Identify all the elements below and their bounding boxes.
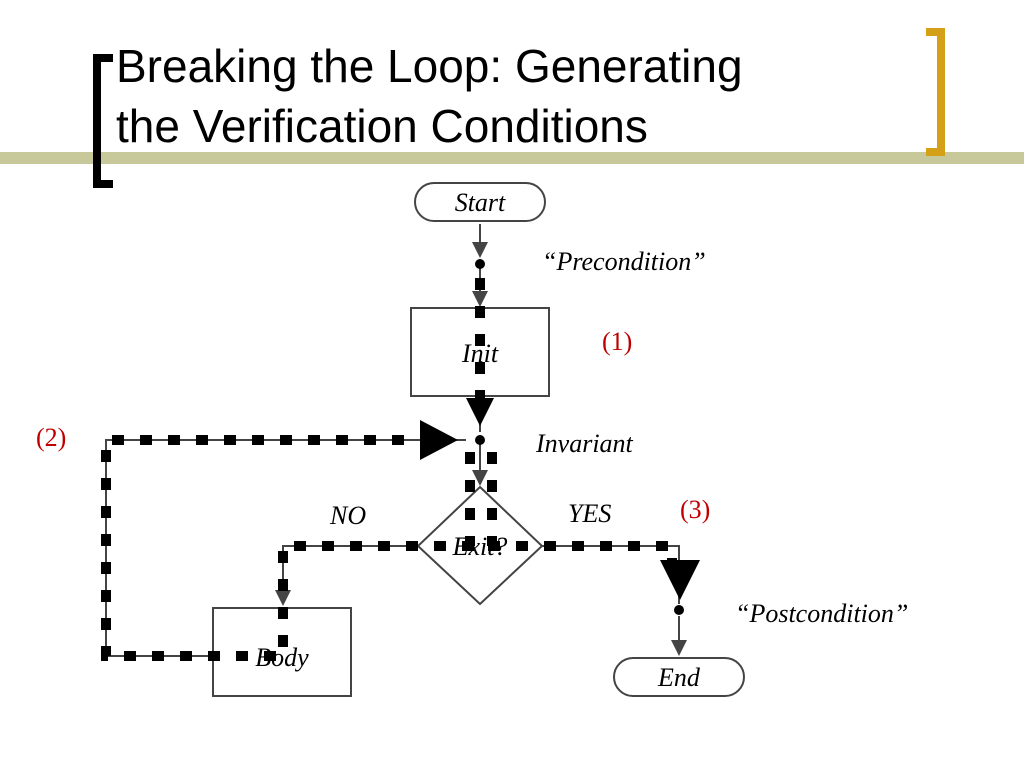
postcondition-point xyxy=(674,605,684,615)
path-2-label: (2) xyxy=(36,423,66,452)
postcondition-label: “Postcondition” xyxy=(735,599,908,628)
no-label: NO xyxy=(329,501,366,530)
title-accent-bar xyxy=(0,152,1024,164)
end-terminal xyxy=(613,657,745,697)
flow-line-exit-yes xyxy=(542,545,680,604)
left-bracket xyxy=(93,54,113,188)
init-box xyxy=(410,307,550,397)
right-bracket xyxy=(926,28,945,156)
body-label: Body xyxy=(255,643,309,672)
yes-label: YES xyxy=(568,499,611,528)
path-3-label: (3) xyxy=(680,495,710,524)
title-line-2: the Verification Conditions xyxy=(116,100,648,152)
path-3-arrowhead xyxy=(660,560,700,600)
precondition-point xyxy=(475,259,485,269)
exit-diamond xyxy=(416,485,544,606)
title-line-1: Breaking the Loop: Generating xyxy=(116,40,743,92)
end-label: End xyxy=(657,663,701,692)
invariant-label: Invariant xyxy=(535,429,634,458)
path-1-arrowhead xyxy=(466,398,494,426)
path-1-label: (1) xyxy=(602,327,632,356)
start-label: Start xyxy=(455,188,506,217)
invariant-point xyxy=(475,435,485,445)
flow-line-exit-no xyxy=(275,545,418,606)
slide-title: Breaking the Loop: Generating the Verifi… xyxy=(116,36,916,156)
start-terminal xyxy=(414,182,546,222)
path-2-arrowhead xyxy=(420,420,458,460)
precondition-label: “Precondition” xyxy=(542,247,706,276)
